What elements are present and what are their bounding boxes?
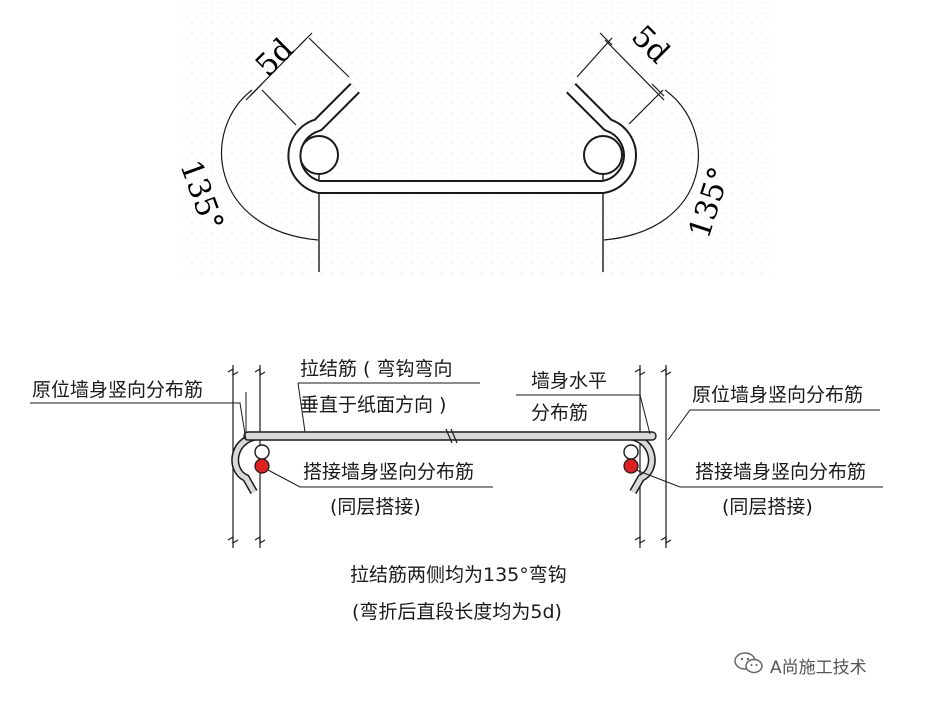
left-original-bar-circle (254, 444, 270, 460)
grid-background (182, 0, 772, 275)
right-vertical-bar (583, 135, 623, 175)
tie-bar (243, 431, 657, 441)
left-lap-bar-circle (254, 458, 270, 474)
break-symbol (445, 428, 458, 444)
bottom-diagram (30, 365, 883, 548)
right-angle-arc (603, 89, 699, 241)
left-angle-arc (221, 89, 319, 241)
right-original-bar-circle (623, 444, 639, 460)
right-lap-bar-label-line2: (同层搭接) (722, 496, 813, 518)
top-diagram: 5d 5d 135° 135° (172, 0, 772, 275)
watermark: A尚施工技术 (734, 651, 867, 680)
tie-bar-inner (289, 84, 635, 192)
left-lap-bar-label-line2: (同层搭接) (330, 496, 421, 518)
horizontal-bar-label-line2: 分布筋 (531, 402, 589, 424)
watermark-text: A尚施工技术 (770, 657, 867, 678)
left-5d-dimension (245, 32, 350, 126)
left-original-vertical-bar-label: 原位墙身竖向分布筋 (32, 379, 204, 401)
horizontal-bar-label-line1: 墙身水平 (531, 370, 608, 392)
right-5d-dimension (576, 32, 665, 125)
right-lap-bar-circle (623, 458, 639, 474)
tie-bar-label-line1: 拉结筋 ( 弯钩弯向 (300, 358, 453, 380)
right-original-vertical-bar-label: 原位墙身竖向分布筋 (692, 384, 864, 406)
note-line2: (弯折后直段长度均为5d) (352, 601, 562, 623)
tie-bar-label-line2: 垂直于纸面方向 ) (300, 394, 447, 416)
left-lap-bar-label-line1: 搭接墙身竖向分布筋 (303, 461, 475, 483)
note-line1: 拉结筋两侧均为135°弯钩 (350, 564, 567, 586)
wechat-icon (734, 651, 764, 680)
leader-lines (30, 382, 883, 488)
right-lap-bar-label-line1: 搭接墙身竖向分布筋 (695, 461, 867, 483)
